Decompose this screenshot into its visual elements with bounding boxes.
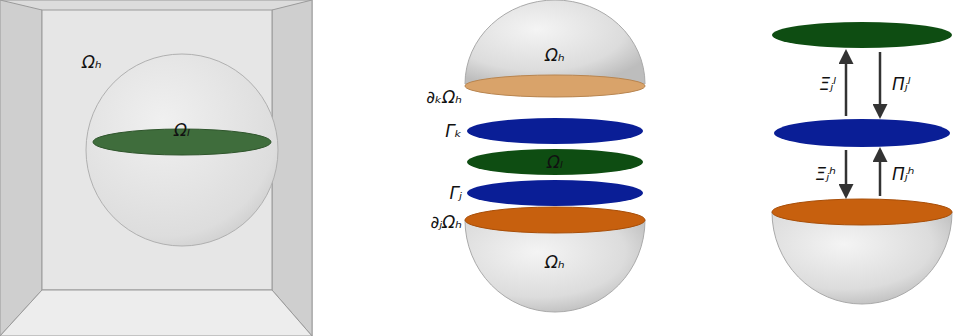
symbol-label: Γₖ — [445, 122, 462, 141]
symbol-label: Πⱼˡ — [892, 75, 911, 94]
exploded-sphere — [465, 0, 645, 312]
symbol-label: Ωₕ — [545, 253, 565, 272]
domain-box — [0, 0, 312, 336]
symbol-label: Πⱼʰ — [892, 165, 915, 184]
symbol-label: Ωₕ — [82, 53, 102, 72]
symbol-label: ∂ₖΩₕ — [426, 88, 462, 107]
symbol-label: Ωₕ — [545, 46, 565, 65]
symbol-label: Ωₗ — [174, 121, 190, 140]
symbol-label: Ωₗ — [547, 153, 563, 172]
symbol-label: Ξⱼʰ — [816, 165, 837, 184]
projection-sketch — [772, 22, 952, 304]
symbol-label: Ξⱼˡ — [819, 75, 836, 94]
symbol-label: Γⱼ — [450, 184, 462, 203]
symbol-label: ∂ⱼΩₕ — [430, 213, 462, 232]
